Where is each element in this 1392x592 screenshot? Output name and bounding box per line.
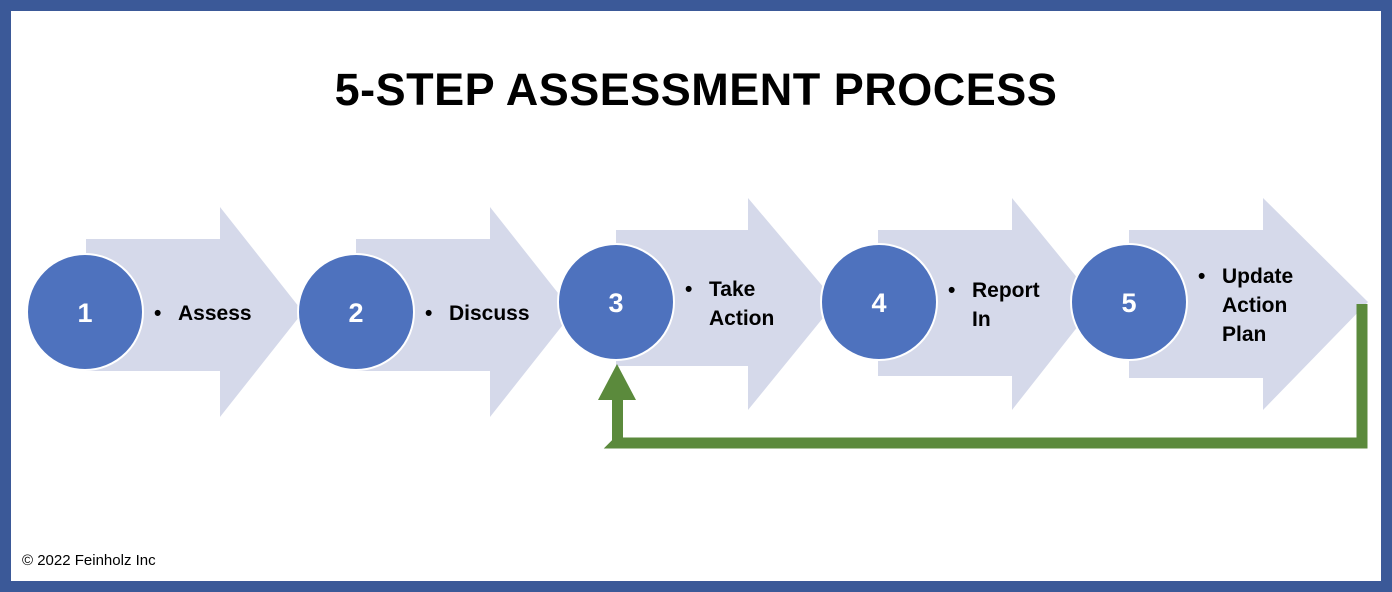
step-4-arrow <box>878 198 1097 410</box>
step-5-label-line: Update <box>1222 265 1293 288</box>
step-1-arrow <box>86 207 303 417</box>
step-2-label-line: Discuss <box>449 302 530 325</box>
step-2-number: 2 <box>348 298 363 328</box>
step-3-label-line: Take <box>709 278 755 301</box>
step-5-label-line: Plan <box>1222 323 1266 346</box>
step-1-number: 1 <box>77 298 92 328</box>
step-3-number: 3 <box>608 288 623 318</box>
step-2-circle <box>297 253 415 371</box>
step-5-label-line: Action <box>1222 294 1287 317</box>
loop-connector-riser <box>612 396 623 448</box>
step-5-arrow <box>1129 198 1368 410</box>
step-3-bullet: • <box>685 278 692 301</box>
step-1-bullet: • <box>154 302 161 325</box>
copyright-notice: © 2022 Feinholz Inc <box>22 552 156 569</box>
step-5-circle <box>1070 243 1188 361</box>
step-4-number: 4 <box>871 288 886 318</box>
step-3-label-line: Action <box>709 307 774 330</box>
step-1-label-line: Assess <box>178 302 252 325</box>
arrow-layer <box>86 198 1368 417</box>
step-4-label-line: Report <box>972 279 1040 302</box>
step-2-bullet: • <box>425 302 432 325</box>
step-3-circle <box>557 243 675 361</box>
loop-back-arrow <box>598 304 1368 449</box>
loop-arrowhead <box>598 364 636 400</box>
step-4-label-line: In <box>972 308 991 331</box>
step-4-circle <box>820 243 938 361</box>
step-3-arrow <box>616 198 836 410</box>
step-5-number: 5 <box>1121 288 1136 318</box>
step-4-bullet: • <box>948 279 955 302</box>
step-2-arrow <box>356 207 573 417</box>
page-title: 5-STEP ASSESSMENT PROCESS <box>334 64 1058 115</box>
step-1-circle <box>26 253 144 371</box>
step-5-bullet: • <box>1198 265 1205 288</box>
circle-layer: 1 2 3 4 5 <box>26 243 1188 371</box>
